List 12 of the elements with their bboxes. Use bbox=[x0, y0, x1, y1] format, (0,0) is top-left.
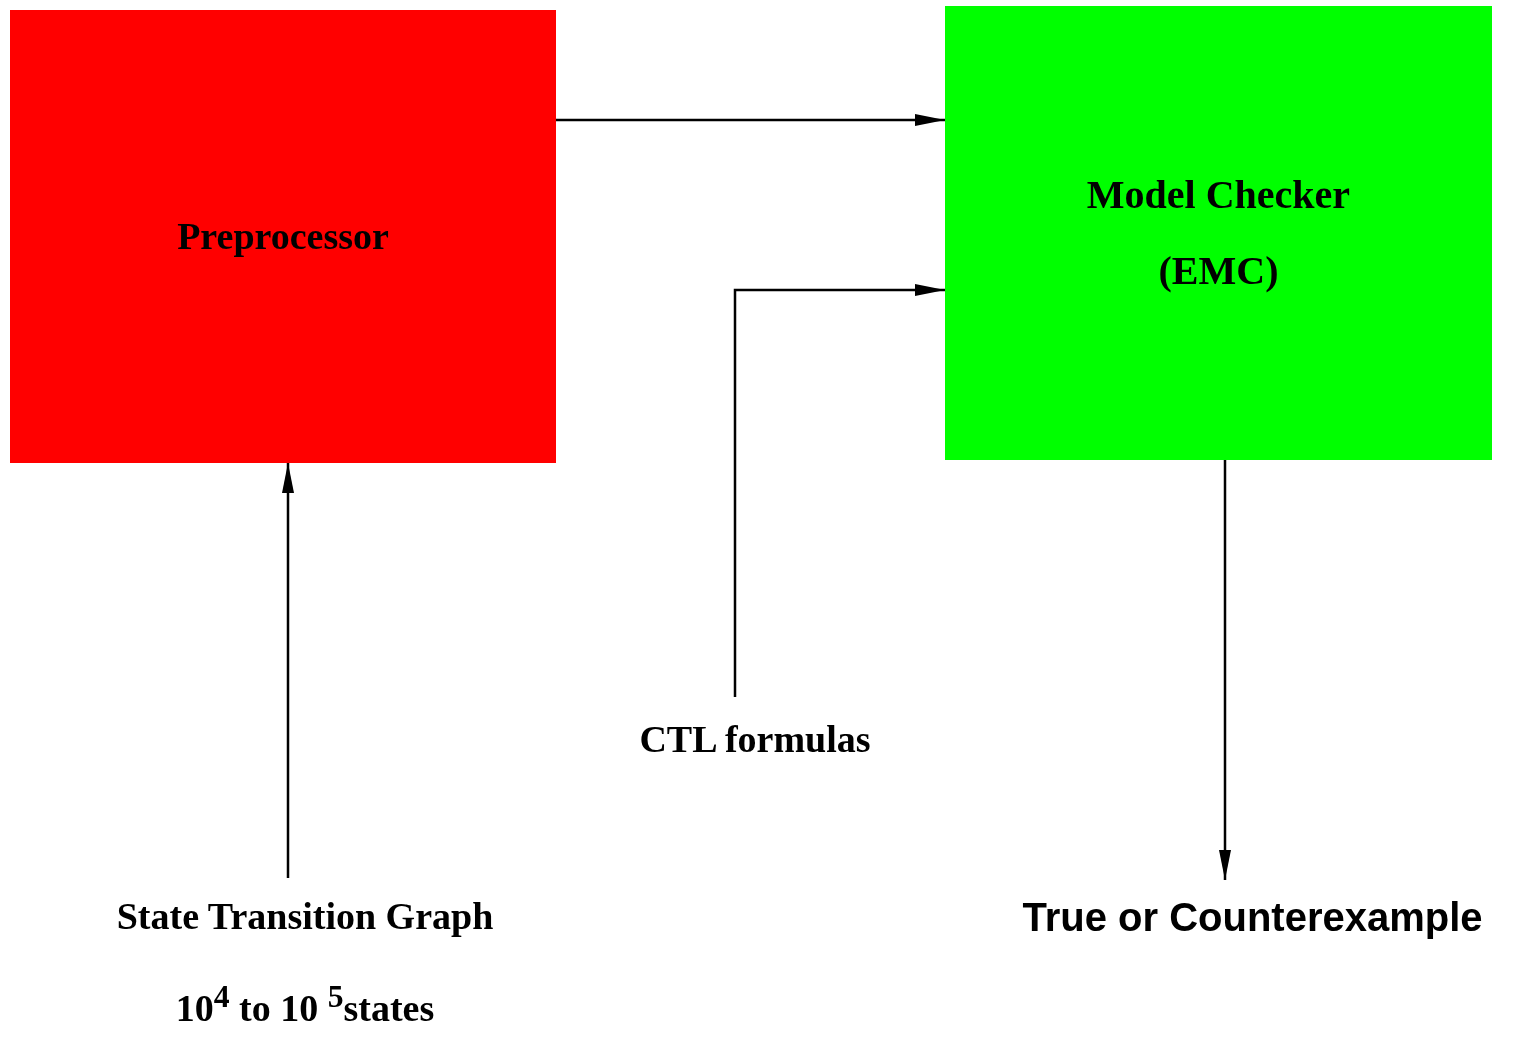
arrow bbox=[282, 463, 294, 878]
arrow bbox=[556, 114, 945, 126]
node-label: State Transition Graph bbox=[116, 895, 494, 939]
node-label: CTL formulas bbox=[639, 718, 871, 762]
arrow bbox=[1219, 460, 1231, 880]
process-box bbox=[945, 6, 1492, 460]
node-label: 10$^{4}$ to 10 $^{5}$states bbox=[175, 978, 435, 1030]
arrow bbox=[733, 284, 945, 697]
node-label: True or Counterexample bbox=[1022, 894, 1483, 940]
process-box bbox=[10, 10, 556, 463]
box-label: Model Checker (EMC) bbox=[1085, 171, 1352, 295]
box-label: Preprocessor bbox=[177, 214, 389, 259]
